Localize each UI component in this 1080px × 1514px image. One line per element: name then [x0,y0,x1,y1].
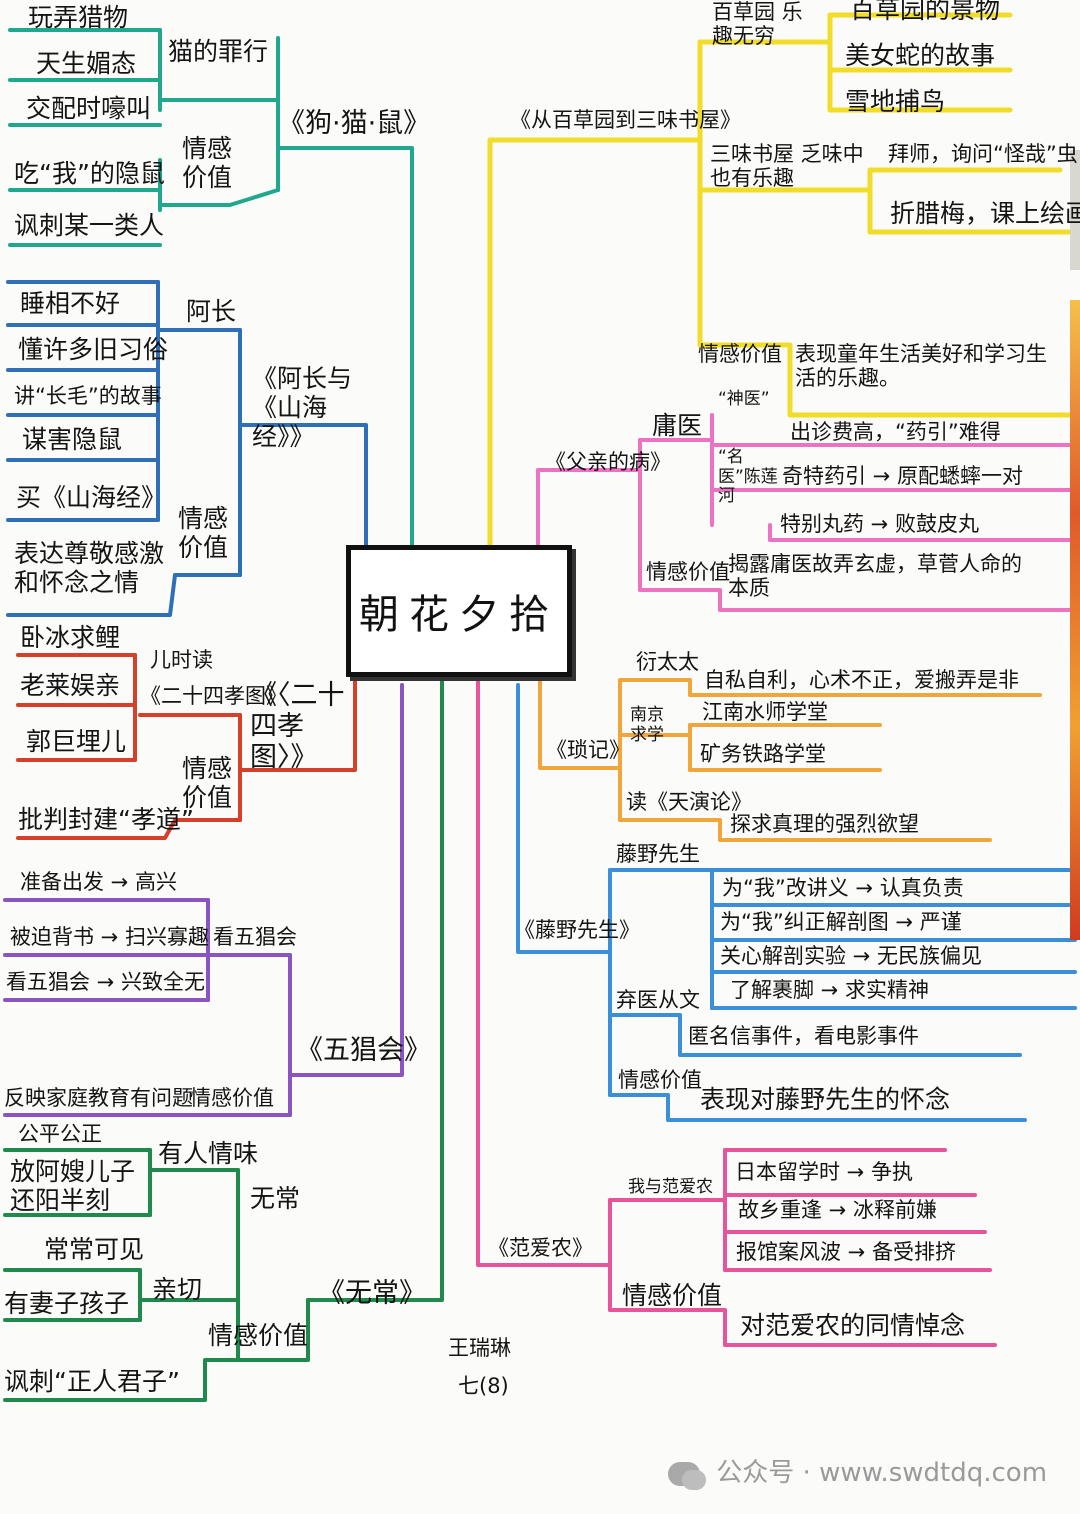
watermark: 公众号 · www.swdtdq.com [668,1452,1048,1490]
leaf-item: 玩弄猎物 [28,3,129,32]
leaf-item: 为“我”改讲义 → 认真负责 [722,876,964,900]
watermark-brand: 公众号 · [716,1458,811,1488]
central-topic-box: 朝花夕拾 [346,545,572,677]
leaf-item: 懂许多旧习俗 [18,335,169,364]
node-qin-qie: 亲切 [152,1275,203,1304]
node-bai-cao-yuan: 百草园 乐趣无穷 [712,0,803,49]
author-name: 王瑞琳 [448,1336,511,1360]
node-du-tian-yan-lun: 读《天演论》 [626,790,752,814]
leaf-item: 自私自利，心术不正，爱搬弄是非 [704,668,1019,692]
node-wo-yu-fan-ai-nong: 我与范爱农 [628,1177,713,1197]
leaf-item: 矿务铁路学堂 [700,742,826,766]
leaf-item: 特别丸药 → 败鼓皮丸 [780,512,979,536]
leaf-item: 被迫背书 → 扫兴寡趣 [10,925,209,949]
leaf-item: 天生媚态 [36,49,137,78]
branch-title-gou-mao-shu: 《狗·猫·鼠》 [278,108,431,139]
node-you-ren-qing-wei: 有人情味 [158,1139,259,1168]
page-edge-strip [1070,150,1080,270]
branch-title-er-shi-si-xiao-tu: 《〈二十四孝图〉》 [250,680,345,774]
leaf-item: 睡相不好 [20,289,121,318]
leaf-item: 揭露庸医故弄玄虚，草菅人命的本质 [728,552,1022,601]
leaf-item: 为“我”纠正解剖图 → 严谨 [720,910,962,934]
leaf-item: 讽刺“正人君子” [4,1367,180,1396]
leaf-item: 老莱娱亲 [20,671,121,700]
leaf-item: 百草园的景物 [850,0,1001,24]
node-nan-jing-qiu-xue: 南京求学 [630,705,664,745]
branch-title-a-chang: 《阿长与《山海经》》 [252,364,353,451]
leaf-item: 了解裹脚 → 求实精神 [730,978,929,1002]
node-kan-wu-chang-hui: 看五猖会 [213,925,297,949]
leaf-item: 买《山海经》 [16,483,167,512]
branch-title-fu-qin-de-bing: 《父亲的病》 [545,450,671,474]
leaf-item: 江南水师学堂 [702,700,828,724]
leaf-item: 有妻子孩子 [4,1289,130,1318]
leaf-item: 讽刺某一类人 [14,211,165,240]
leaf-item: 放阿嫂儿子还阳半刻 [10,1157,136,1215]
node-er-shi-si-xiao-tu: 《二十四孝图》 [140,684,287,708]
wechat-icon [668,1461,706,1490]
branch-title-suo-ji: 《琐记》 [546,738,630,762]
leaf-item: 美女蛇的故事 [845,41,996,70]
leaf-item: 奇特药引 → 原配蟋蟀一对 [782,464,1023,488]
node-qing-gan-jia-zhi: 情感价值 [698,342,782,366]
central-topic-title: 朝花夕拾 [359,592,559,638]
leaf-item: 故乡重逢 → 冰释前嫌 [738,1198,937,1222]
leaf-item: 对范爱农的同情悼念 [740,1311,966,1340]
node-a-chang: 阿长 [186,297,237,326]
leaf-item: 卧冰求鲤 [20,623,121,652]
leaf-item: 谋害隐鼠 [22,425,123,454]
leaf-item: 匿名信事件，看电影事件 [688,1024,919,1048]
branch-title-wu-chang-hui: 《五猖会》 [296,1035,431,1066]
leaf-item: 郭巨埋儿 [26,727,127,756]
node-qi-yi-cong-wen: 弃医从文 [616,988,700,1012]
node-qing-gan-jia-zhi: 情感价值 [182,754,233,812]
node-wu-chang: 无常 [250,1184,301,1213]
node-mao-zui-xing: 猫的罪行 [168,37,269,66]
leaf-item: 公平公正 [18,1122,102,1146]
branch-title-fan-ai-nong: 《范爱农》 [488,1236,593,1260]
leaf-item: 准备出发 → 高兴 [20,870,177,894]
leaf-item: 交配时嚎叫 [26,94,152,123]
leaf-item: 讲“长毛”的故事 [14,384,162,408]
leaf-item: 折腊梅，课上绘画 [890,199,1080,228]
node-qing-gan-jia-zhi: 情感价值 [646,560,730,584]
leaf-item: 出诊费高，“药引”难得 [790,420,1001,444]
leaf-item: 探求真理的强烈欲望 [730,812,919,836]
watermark-site: www.swdtdq.com [819,1458,1048,1488]
node-yong-yi: 庸医 [652,411,703,440]
leaf-item: 表现童年生活美好和学习生活的乐趣。 [795,342,1047,391]
node-er-shi-du: 儿时读 [150,648,213,672]
leaf-item: 报馆案风波 → 备受排挤 [736,1240,956,1264]
leaf-item: 常常可见 [44,1235,145,1264]
leaf-item: 关心解剖实验 → 无民族偏见 [720,944,982,968]
author-class: 七(8) [458,1374,509,1398]
node-qing-gan-jia-zhi: 情感价值 [622,1281,723,1310]
page-edge-strip [1070,300,1080,940]
node-shen-yi: “神医” [718,389,770,409]
node-qing-gan-jia-zhi: 情感价值 [178,504,229,562]
leaf-item: 雪地捕鸟 [845,87,946,116]
node-teng-ye-xian-sheng: 藤野先生 [616,842,700,866]
leaf-item: 看五猖会 → 兴致全无 [6,970,205,994]
leaf-item: 反映家庭教育有问题 [4,1086,193,1110]
leaf-item: 批判封建“孝道” [18,805,194,834]
node-san-wei-shu-wu: 三味书屋 乏味中也有乐趣 [710,142,864,191]
leaf-item: 日本留学时 → 争执 [735,1160,913,1184]
leaf-item: 表现对藤野先生的怀念 [700,1085,951,1114]
leaf-item: 吃“我”的隐鼠 [14,159,165,188]
node-qing-gan-jia-zhi: 情感价值 [182,134,233,192]
branch-title-bai-cao-yuan: 《从百草园到三味书屋》 [510,108,741,132]
leaf-item: 拜师，询问“怪哉”虫 [888,142,1078,166]
node-qing-gan-jia-zhi: 情感价值 [190,1086,274,1110]
node-yan-tai-tai: 衍太太 [636,650,699,674]
leaf-item: 表达尊敬感激和怀念之情 [14,539,165,597]
node-qing-gan-jia-zhi: 情感价值 [208,1321,309,1350]
branch-title-wu-chang: 《无常》 [318,1278,426,1309]
node-qing-gan-jia-zhi: 情感价值 [618,1068,702,1092]
node-ming-yi: “名医”陈莲河 [718,447,778,507]
branch-title-teng-ye: 《藤野先生》 [514,918,640,942]
